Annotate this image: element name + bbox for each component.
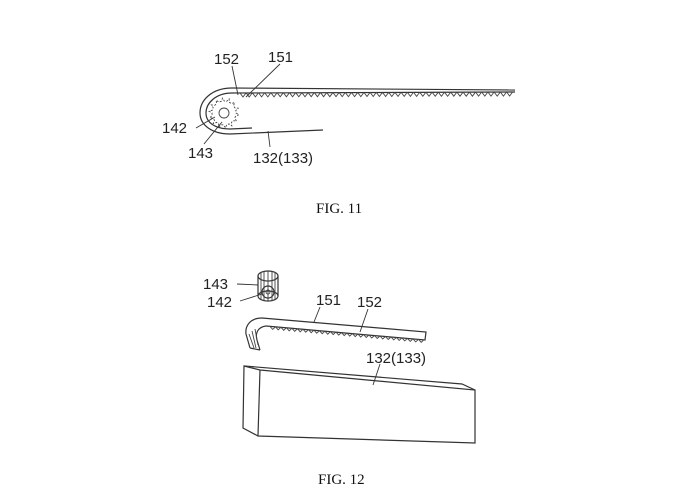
leader-142 <box>195 116 216 129</box>
gear-143 <box>257 270 279 302</box>
label-142: 142 <box>162 120 187 137</box>
belt-wrap-outer <box>199 87 233 135</box>
belt-lower-inner <box>229 127 253 130</box>
leader-151 <box>313 306 321 323</box>
belt-teeth <box>239 91 513 98</box>
figure-caption-12: FIG. 12 <box>318 472 365 488</box>
gear-143 <box>208 97 240 129</box>
leader-152 <box>231 65 239 96</box>
gear-teeth-outline <box>208 97 240 129</box>
gear-hub <box>218 107 230 119</box>
belt-upper-outer <box>231 87 516 91</box>
leader-152 <box>359 308 369 333</box>
leader-151 <box>245 63 281 98</box>
label-143: 143 <box>188 145 213 162</box>
leader-143 <box>203 121 223 145</box>
label-151: 151 <box>268 49 293 66</box>
label-151: 151 <box>316 292 341 309</box>
leader-132 <box>372 363 381 386</box>
leader-132 <box>267 130 271 148</box>
fig-11-drawing: 152 151 142 143 132(133) <box>162 49 516 167</box>
figure-caption-11: FIG. 11 <box>316 201 363 217</box>
label-132-133: 132(133) <box>253 150 313 167</box>
label-142: 142 <box>207 294 232 311</box>
label-143: 143 <box>203 276 228 293</box>
label-132-133: 132(133) <box>366 350 426 367</box>
fig-12-drawing: 143 142 151 152 132(133) <box>203 270 476 444</box>
leader-142 <box>239 293 263 302</box>
plate-132-133 <box>242 365 476 444</box>
timing-belt-151 <box>245 317 427 351</box>
label-152: 152 <box>214 51 239 68</box>
label-152: 152 <box>357 294 382 311</box>
belt-upper-inner <box>231 91 516 94</box>
belt-lower-outer <box>229 129 324 135</box>
leader-143 <box>236 283 259 286</box>
